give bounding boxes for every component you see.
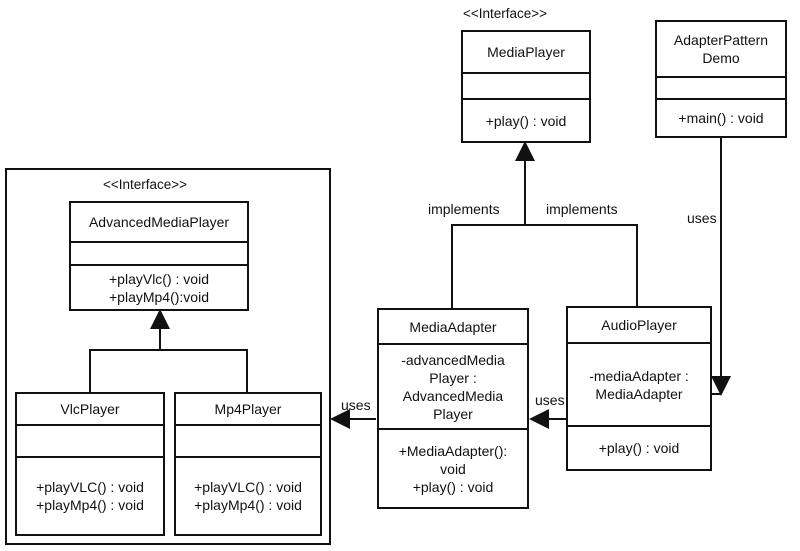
uses-adapter-label: uses — [341, 397, 371, 413]
media-adapter-methods: +MediaAdapter():void +play() : void — [398, 442, 508, 495]
mp4-player-methods: +playVLC() : void+playMp4() : void — [194, 479, 302, 513]
media-player-stereotype: <<Interface>> — [463, 6, 548, 21]
mp4-player-class: Mp4Player +playVLC() : void+playMp4() : … — [174, 392, 322, 536]
vlc-player-name: VlcPlayer — [17, 394, 163, 426]
audio-player-methods: +play() : void — [598, 440, 680, 456]
vlc-player-methods: +playVLC() : void+playMp4() : void — [36, 479, 144, 513]
audio-player-name: AudioPlayer — [568, 308, 710, 344]
advanced-media-player-methods: +playVlc() : void+playMp4():void — [109, 270, 209, 305]
media-player-class: MediaPlayer +play() : void — [461, 30, 591, 143]
media-player-methods: +play() : void — [485, 112, 567, 129]
media-player-name: MediaPlayer — [463, 32, 589, 74]
uses-demo-label: uses — [687, 210, 717, 226]
uses-audio-label: uses — [535, 392, 565, 408]
advanced-media-player-class: AdvancedMediaPlayer +playVlc() : void+pl… — [69, 201, 249, 311]
adapter-demo-attributes — [657, 78, 785, 100]
advanced-implements-connector — [89, 349, 248, 392]
advanced-media-player-stereotype: <<Interface>> — [103, 177, 188, 192]
advanced-media-player-attributes — [71, 243, 247, 266]
adapter-demo-methods: +main() : void — [678, 110, 764, 126]
mp4-player-name: Mp4Player — [176, 394, 320, 426]
vlc-player-attributes — [17, 426, 163, 458]
audio-player-class: AudioPlayer -mediaAdapter :MediaAdapter … — [566, 306, 712, 471]
implements-right-label: implements — [546, 201, 618, 217]
mp4-player-attributes — [176, 426, 320, 458]
audio-player-attributes: -mediaAdapter :MediaAdapter — [568, 344, 710, 427]
implements-left-label: implements — [428, 201, 500, 217]
advanced-player-group-frame — [5, 168, 331, 545]
media-player-attributes — [463, 74, 589, 100]
vlc-player-class: VlcPlayer +playVLC() : void+playMp4() : … — [15, 392, 165, 536]
media-adapter-name: MediaAdapter — [379, 310, 527, 345]
implements-connector — [451, 224, 638, 308]
advanced-media-player-name: AdvancedMediaPlayer — [71, 203, 247, 243]
